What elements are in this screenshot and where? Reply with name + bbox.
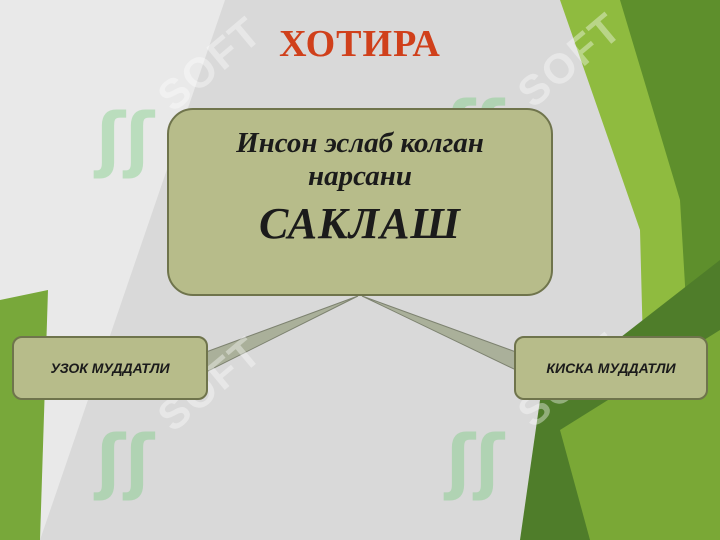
watermark-logo-icon: ʃʃ xyxy=(96,98,155,180)
slide-title: ХОТИРА xyxy=(279,23,441,65)
long-term-label: УЗОК МУДДАТЛИ xyxy=(50,360,170,376)
watermark-logo-icon: ʃʃ xyxy=(96,420,155,502)
short-term-node: КИСКА МУДДАТЛИ xyxy=(514,336,708,400)
watermark-logo-icon: ʃʃ xyxy=(446,420,505,502)
main-node-line-3: САКЛАШ xyxy=(259,199,461,248)
main-node-line-1: Инсон эслаб колган xyxy=(236,127,484,159)
short-term-label: КИСКА МУДДАТЛИ xyxy=(546,360,676,376)
main-node: Инсон эслаб колган нарсани САКЛАШ xyxy=(167,108,553,296)
main-node-line-2: нарсани xyxy=(308,160,412,192)
long-term-node: УЗОК МУДДАТЛИ xyxy=(12,336,208,400)
green-strip-left xyxy=(0,290,48,540)
